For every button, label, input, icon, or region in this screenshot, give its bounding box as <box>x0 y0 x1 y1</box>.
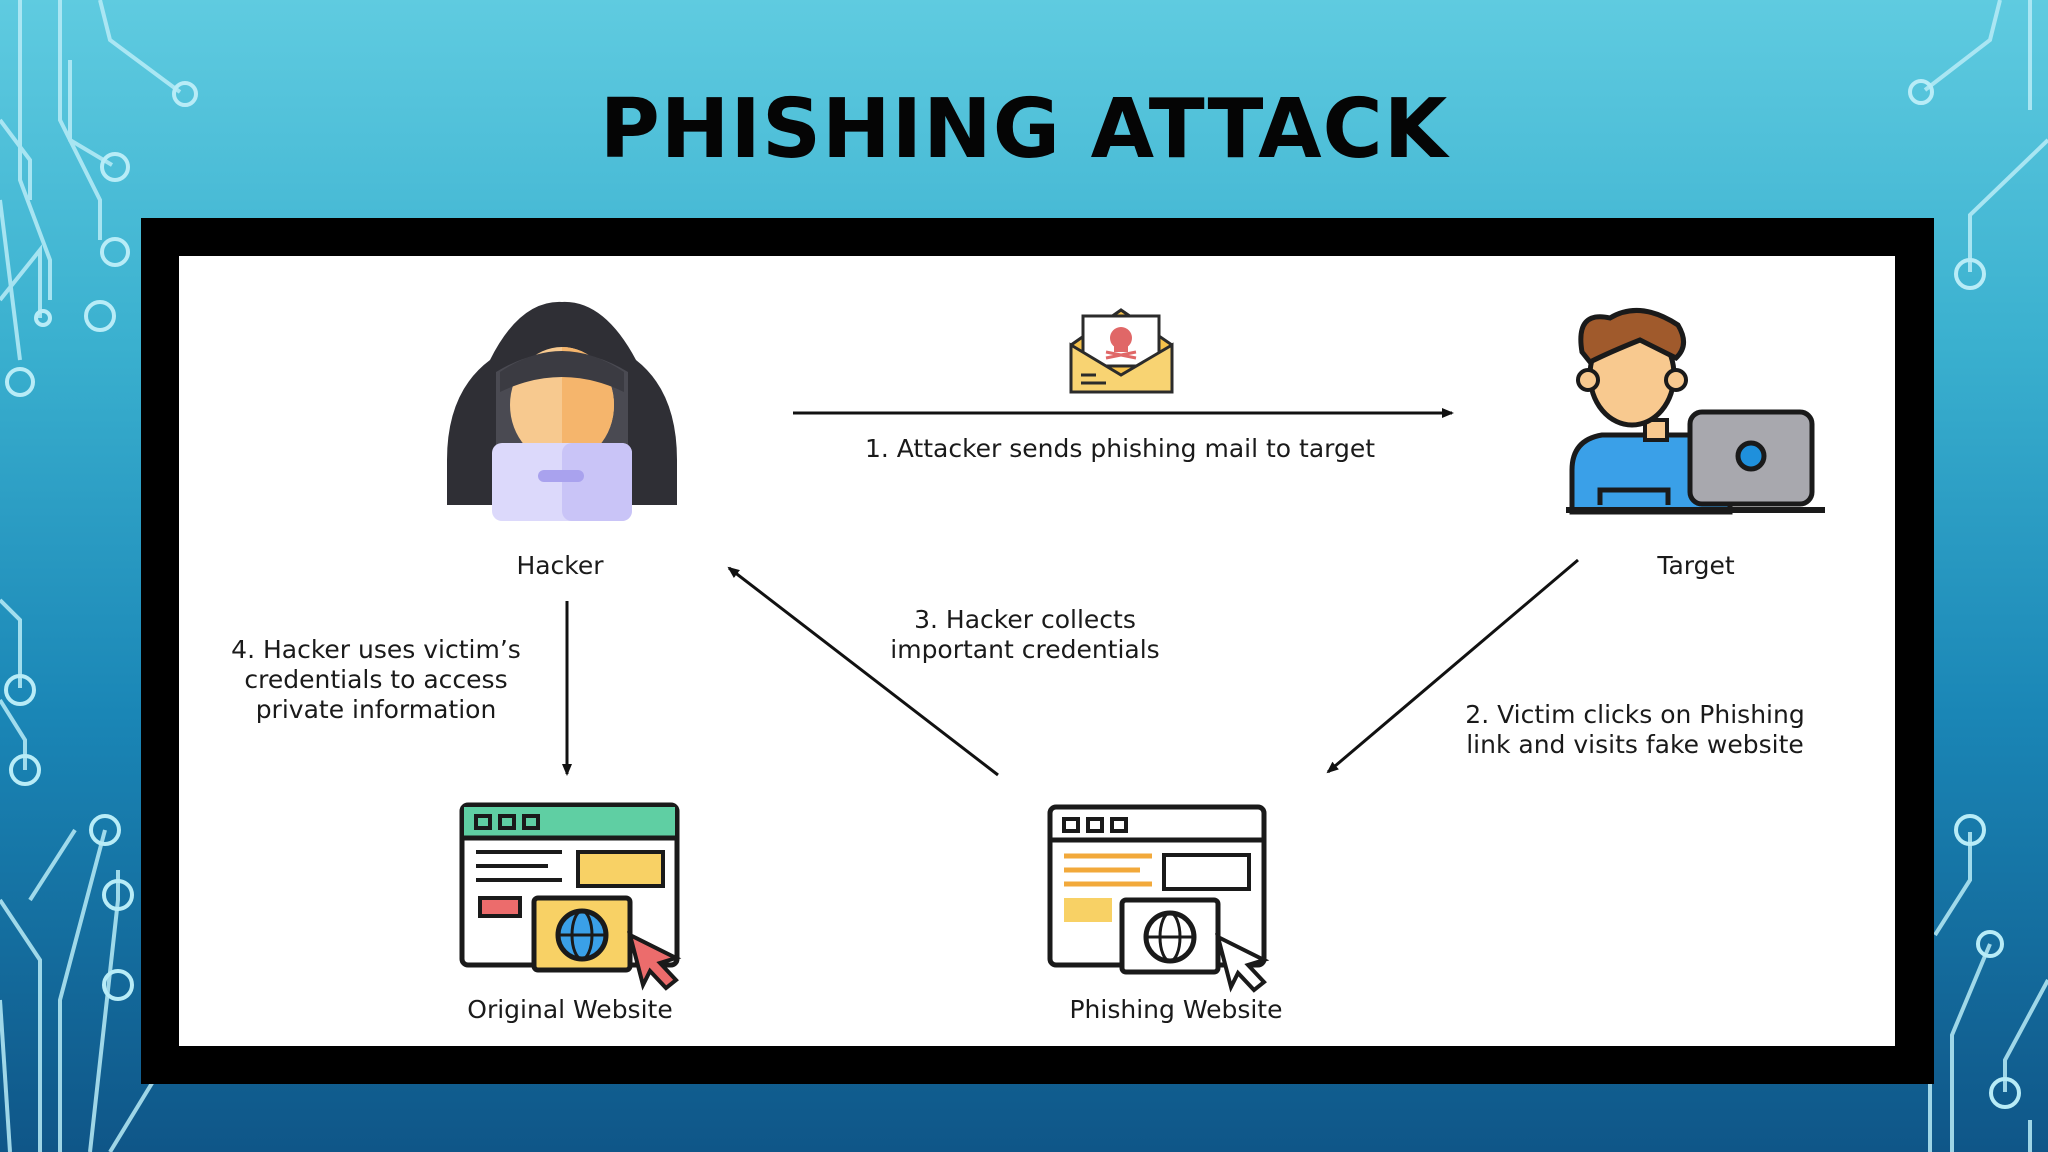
step4-line: credentials to access <box>244 665 508 694</box>
step2-line: 2. Victim clicks on Phishing <box>1465 700 1805 729</box>
step4-label: 4. Hacker uses victim’s credentials to a… <box>200 635 552 725</box>
step2-line: link and visits fake website <box>1466 730 1804 759</box>
step4-line: 4. Hacker uses victim’s <box>231 635 521 664</box>
phishing-website-icon <box>1047 804 1270 993</box>
slide-title: PHISHING ATTACK <box>599 82 1449 177</box>
arrow-step2 <box>1326 558 1579 774</box>
step3-line: important credentials <box>890 635 1160 664</box>
original-website-label: Original Website <box>467 995 673 1024</box>
target-label: Target <box>1657 551 1735 580</box>
original-website-icon <box>459 802 682 991</box>
step1-label: 1. Attacker sends phishing mail to targe… <box>864 434 1376 463</box>
arrow-step3 <box>727 566 999 777</box>
hacker-icon <box>447 301 677 521</box>
laptop-icon <box>1566 409 1825 513</box>
step3-line: 3. Hacker collects <box>914 605 1136 634</box>
hacker-label: Hacker <box>516 551 604 580</box>
step3-label: 3. Hacker collects important credentials <box>845 605 1205 665</box>
step4-line: private information <box>255 695 497 724</box>
step2-label: 2. Victim clicks on Phishing link and vi… <box>1410 700 1860 760</box>
phishing-website-label: Phishing Website <box>1069 995 1283 1024</box>
phishing-mail-icon <box>1069 308 1174 394</box>
